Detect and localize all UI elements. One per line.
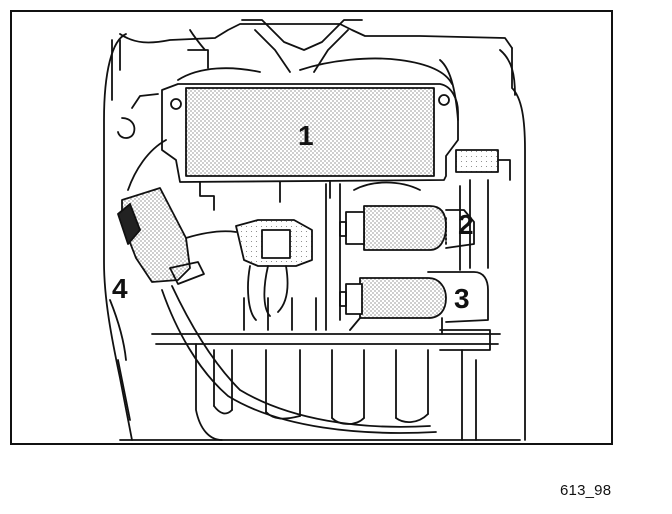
line-art	[103, 19, 526, 441]
motor-2	[363, 205, 447, 251]
callout-3: 3	[454, 283, 470, 314]
callout-1: 1	[298, 120, 314, 151]
callout-4: 4	[112, 273, 128, 304]
control-module-body	[185, 87, 435, 177]
diagram-frame	[10, 10, 613, 445]
callout-2: 2	[458, 209, 474, 240]
figure-id: 613_98	[560, 482, 612, 499]
motor-3	[359, 277, 447, 319]
